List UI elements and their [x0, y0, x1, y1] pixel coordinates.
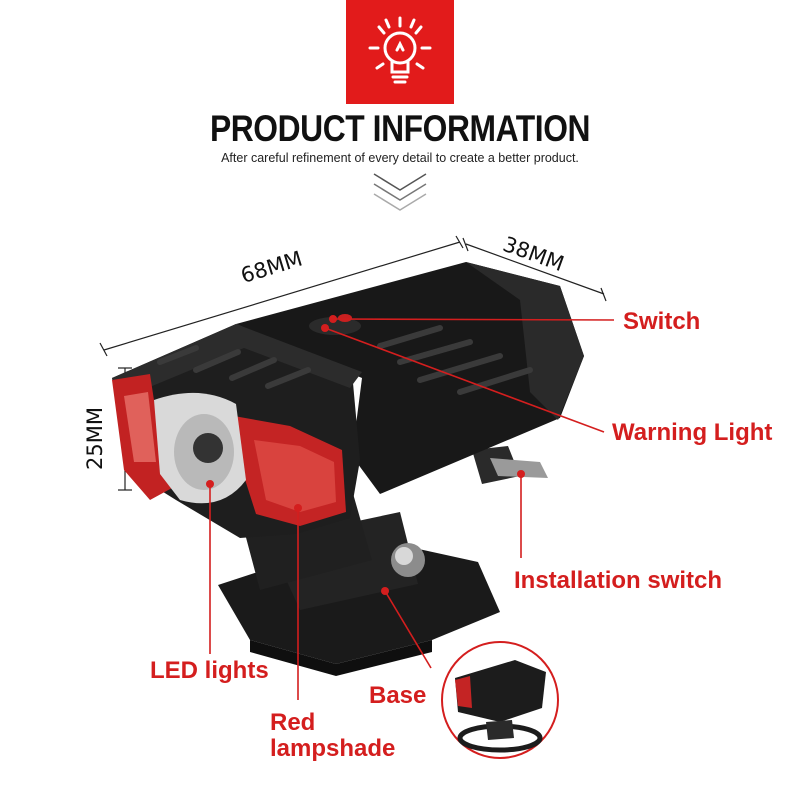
page-subtitle: After careful refinement of every detail…: [221, 151, 579, 165]
callout-red-lampshade-line2: lampshade: [270, 735, 396, 762]
callout-base: Base: [369, 682, 427, 709]
brand-logo-box: [346, 0, 454, 104]
leader-line-warning-light: [324, 327, 605, 433]
red-lampshade: [112, 374, 346, 526]
callout-installation-switch: Installation switch: [514, 567, 723, 594]
dimension-label-height: 25MM: [83, 407, 107, 470]
double-chevron-down-icon: [373, 173, 427, 211]
dimension-line-width: [462, 237, 607, 302]
light-bulb-icon: [368, 16, 432, 84]
mounted-view-inset: [441, 641, 559, 759]
page-title: PRODUCT INFORMATION: [209, 108, 591, 149]
callout-switch: Switch: [623, 308, 701, 335]
callout-led-lights: LED lights: [150, 657, 269, 684]
leader-line-base: [384, 590, 432, 669]
callout-warning-light: Warning Light: [612, 419, 773, 446]
dimension-line-length: [99, 235, 464, 357]
leader-line-switch: [332, 318, 615, 321]
callout-red-lampshade-line1: Red: [270, 709, 316, 736]
led-light: [154, 392, 246, 504]
